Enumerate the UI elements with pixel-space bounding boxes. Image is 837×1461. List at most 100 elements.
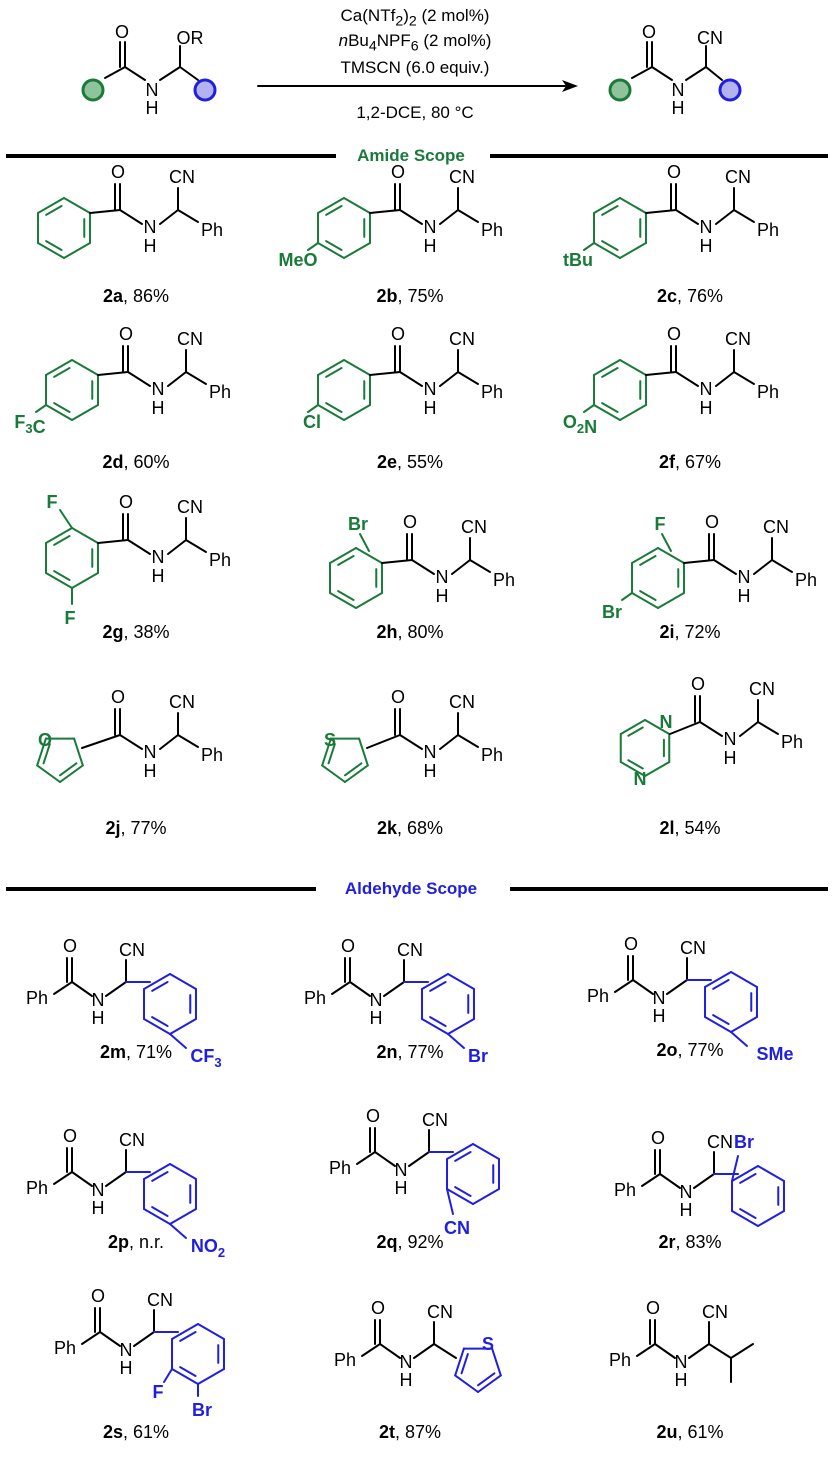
oxygen-label: O — [705, 512, 719, 532]
phenyl-label: Ph — [493, 570, 515, 590]
ring-double-bond — [712, 1014, 730, 1025]
arrow-head — [562, 80, 578, 92]
bond — [675, 209, 699, 225]
ring-bond — [631, 547, 659, 564]
ring-double-bond — [429, 1016, 447, 1027]
ring-bond — [171, 1323, 199, 1340]
ring-bond — [704, 1016, 732, 1033]
ring-bond — [619, 719, 646, 735]
hydrogen-label: H — [700, 398, 713, 418]
phenyl-label: Ph — [609, 1350, 631, 1370]
bond — [654, 1343, 676, 1359]
bond — [177, 734, 199, 748]
atom-label: H — [146, 98, 159, 118]
ring-bond — [71, 572, 99, 589]
nitrogen-label: N — [700, 379, 713, 399]
compound-caption: 2n, 77% — [310, 1042, 510, 1063]
ring-double-bond — [477, 1372, 496, 1387]
bond — [104, 66, 126, 79]
ring-bond — [355, 547, 383, 564]
phenyl-label: Ph — [54, 1338, 76, 1358]
bond — [583, 242, 595, 251]
ring-double-bond — [627, 726, 644, 737]
oxygen-label: O — [667, 162, 681, 182]
bond — [361, 1343, 381, 1357]
substituent-label: NO2 — [191, 1236, 225, 1260]
nitrogen-label: N — [144, 217, 157, 237]
ring-bond — [59, 764, 84, 783]
bond — [446, 1188, 454, 1215]
atom-label: H — [672, 98, 685, 118]
oxygen-label: O — [391, 687, 405, 707]
bond — [693, 1173, 715, 1189]
compound-id: 2r — [658, 1232, 676, 1252]
ring-bond — [329, 547, 357, 564]
bond — [675, 371, 699, 387]
compound-yield: , 68% — [397, 818, 444, 838]
bond — [632, 979, 654, 995]
ring-bond — [446, 1143, 474, 1160]
ring-bond — [593, 242, 621, 259]
compound-yield: , 92% — [397, 1232, 444, 1252]
ring-double-bond — [454, 1151, 472, 1162]
compound-caption: 2a, 86% — [36, 286, 236, 307]
substituent-label: SMe — [756, 1044, 793, 1064]
compound-yield: , 76% — [677, 286, 724, 306]
ring-bond — [63, 242, 91, 259]
ring-bond — [45, 404, 73, 421]
compound-yield: , 77% — [677, 1040, 724, 1060]
phenyl-label: Ph — [614, 1180, 636, 1200]
bond — [399, 734, 423, 750]
phenyl-label: Ph — [757, 382, 779, 402]
ring-bond — [593, 359, 621, 376]
nitrogen-label: N — [424, 379, 437, 399]
bond — [641, 1173, 661, 1187]
bond — [451, 559, 471, 575]
ring-bond — [447, 1018, 475, 1035]
cyano-label: CN — [422, 1110, 448, 1130]
bond — [366, 734, 401, 749]
condition-reagent: TMSCN (6.0 equiv.) — [340, 58, 490, 77]
bond — [169, 1223, 187, 1239]
bond — [439, 371, 459, 387]
ring-bond — [731, 1165, 759, 1182]
ring-bond — [619, 404, 647, 421]
phenyl-label: Ph — [304, 988, 326, 1008]
cyano-label: CN — [397, 940, 423, 960]
compound-caption: 2t, 87% — [310, 1422, 510, 1443]
cyano-label: CN — [119, 940, 145, 960]
bond — [631, 66, 653, 79]
phenyl-label: Ph — [209, 550, 231, 570]
bond — [159, 66, 181, 81]
ring-bond — [343, 242, 371, 259]
substituent-label: CN — [444, 1218, 470, 1238]
ring-bond — [36, 737, 47, 767]
substituent-label: tBu — [563, 250, 593, 270]
section-title-amide: Amide Scope — [357, 146, 465, 165]
reaction-arrow — [257, 80, 578, 92]
phenyl-label: Ph — [209, 382, 231, 402]
cyano-label: CN — [449, 692, 475, 712]
condition-additive: nBu4NPF6 (2 mol%) — [338, 31, 492, 55]
cyano-label: CN — [449, 329, 475, 349]
substituent-label: Br — [468, 1046, 488, 1066]
bond — [739, 721, 759, 737]
bond — [81, 1331, 101, 1345]
cyano-label: CN — [702, 1302, 728, 1322]
nitrogen-label: N — [400, 1352, 413, 1372]
bond — [669, 721, 701, 735]
nitrogen-label: N — [92, 990, 105, 1010]
nitrogen-label: N — [738, 567, 751, 587]
ring-bond — [37, 242, 65, 259]
bond — [179, 66, 199, 81]
bond — [715, 209, 735, 225]
ring-bond — [472, 1143, 500, 1160]
ring-bond — [36, 764, 61, 783]
bond — [731, 1155, 739, 1182]
bond — [124, 66, 146, 81]
